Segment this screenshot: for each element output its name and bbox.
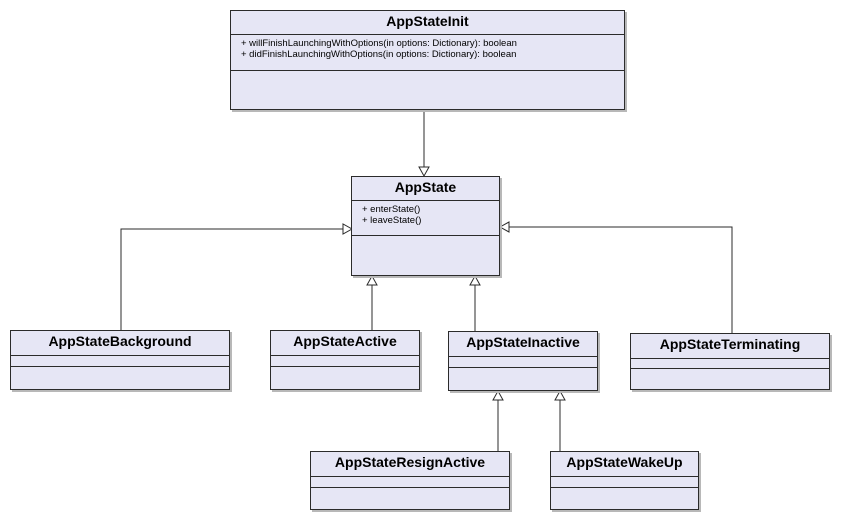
arrowhead-resign-to-inactive <box>492 389 504 401</box>
class-app-state[interactable]: AppState + enterState() + leaveState() <box>351 176 500 276</box>
class-name: AppStateWakeUp <box>566 454 683 470</box>
empty-compartment <box>631 368 829 369</box>
operations-compartment: + willFinishLaunchingWithOptions(in opti… <box>231 34 624 64</box>
class-name: AppStateActive <box>293 333 397 349</box>
operation: + enterState() <box>362 204 421 215</box>
operations-compartment <box>631 358 829 368</box>
edge-background-to-state <box>120 228 343 330</box>
class-app-state-background[interactable]: AppStateBackground <box>10 330 230 390</box>
class-app-state-inactive[interactable]: AppStateInactive <box>448 331 598 391</box>
class-name: AppStateTerminating <box>659 336 801 352</box>
operations-compartment <box>271 355 419 366</box>
class-app-state-resign-active[interactable]: AppStateResignActive <box>310 451 510 510</box>
operations-compartment <box>311 476 509 487</box>
empty-compartment <box>271 366 419 367</box>
class-app-state-wake-up[interactable]: AppStateWakeUp <box>550 451 699 510</box>
operations-compartment <box>11 355 229 366</box>
arrowhead-wakeup-to-inactive <box>554 389 566 401</box>
arrowhead-active-to-state <box>366 274 378 286</box>
arrowhead-inactive-to-state <box>469 274 481 286</box>
operations-compartment <box>551 476 698 487</box>
class-name: AppState <box>394 179 457 195</box>
class-name: AppStateInit <box>386 13 469 29</box>
operation: + willFinishLaunchingWithOptions(in opti… <box>241 38 517 49</box>
operations-compartment <box>449 356 597 367</box>
class-name: AppStateInactive <box>466 334 580 350</box>
class-name: AppStateResignActive <box>334 454 486 470</box>
empty-compartment <box>231 70 624 71</box>
class-app-state-terminating[interactable]: AppStateTerminating <box>630 333 830 390</box>
class-app-state-active[interactable]: AppStateActive <box>270 330 420 390</box>
arrowhead-terminating-to-state <box>498 221 510 233</box>
arrowhead-init-to-state <box>418 166 430 178</box>
operation: + leaveState() <box>362 215 422 226</box>
operation: + didFinishLaunchingWithOptions(in optio… <box>241 49 517 60</box>
empty-compartment <box>311 487 509 488</box>
class-app-state-init[interactable]: AppStateInit + willFinishLaunchingWithOp… <box>230 10 625 110</box>
empty-compartment <box>551 487 698 488</box>
empty-compartment <box>352 235 499 236</box>
empty-compartment <box>11 366 229 367</box>
edge-terminating-to-state <box>509 226 733 333</box>
operations-compartment: + enterState() + leaveState() <box>352 200 499 230</box>
empty-compartment <box>449 367 597 368</box>
class-name: AppStateBackground <box>48 333 192 349</box>
